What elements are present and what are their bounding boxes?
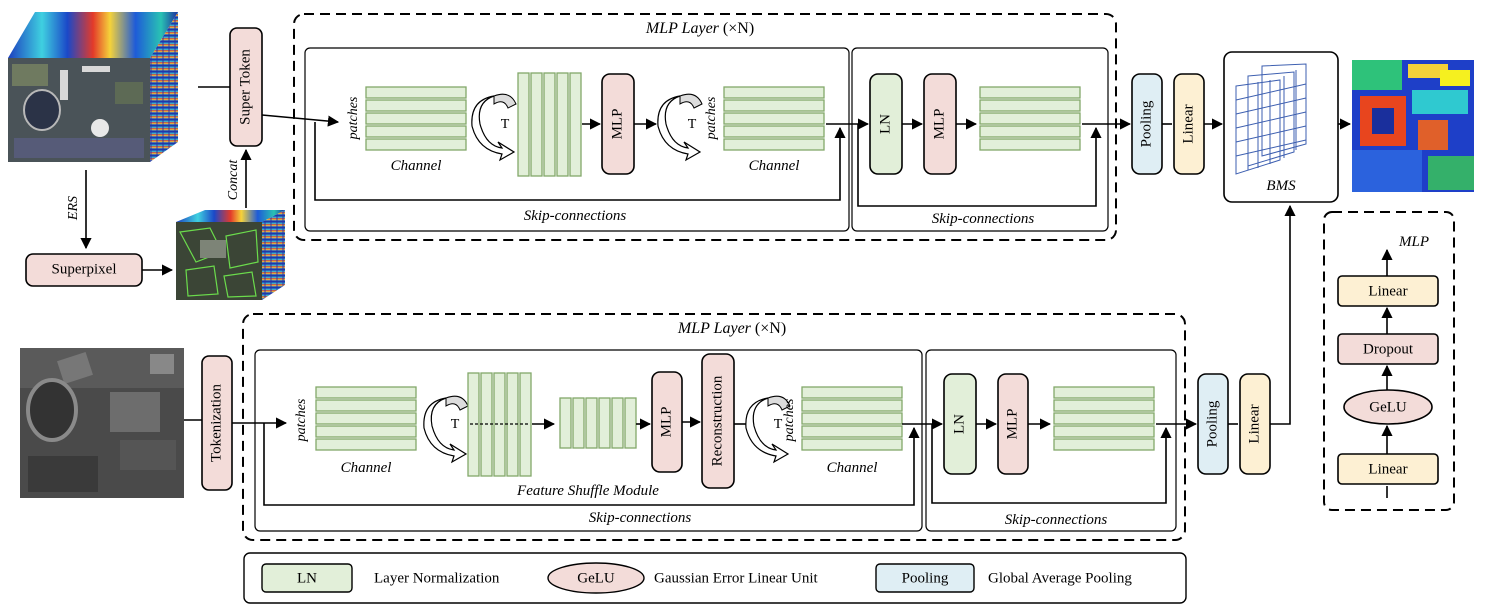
top-channel-label-1: Channel [391,158,442,174]
bottom-ln-label: LN [951,414,967,434]
top-mlp-label: MLP [609,109,625,140]
tokenization-label: Tokenization [208,383,224,462]
top-channel-matrix-out [979,86,1081,151]
legend-ln-swatch [261,563,353,593]
reconstruction-block [701,353,735,489]
top-channel-label-2: Channel [749,158,800,174]
bottom-skip-label-1: Skip-connections [589,510,692,526]
bottom-patches-label-2: patches [782,398,797,442]
legend-gelu-key: GeLU [577,570,615,586]
top-token-matrix-2 [723,86,825,151]
legend-pooling-desc: Global Average Pooling [988,570,1132,586]
classification-map [1352,60,1474,192]
legend-ln-key: LN [297,570,317,586]
bottom-channel-label-2: Channel [827,460,878,476]
bottom-pooling-label: Pooling [1204,400,1220,447]
bottom-channel-mixing-box [925,349,1177,532]
hsi-cube-top [8,12,178,162]
legend-pooling-key: Pooling [902,570,949,586]
transpose-icon [423,395,469,464]
mlp-detail-linear-bottom-label: Linear [1368,461,1407,477]
top-linear-label: Linear [1180,104,1196,143]
top-transpose-label-2: T [688,117,697,132]
legend-ln-desc: Layer Normalization [374,570,500,586]
mlp-detail-dropout [1337,333,1439,365]
top-patches-label-2: patches [704,96,719,140]
mlp-detail-dropout-label: Dropout [1363,341,1414,357]
reconstruction-label: Reconstruction [709,375,725,466]
bottom-token-matrix-1 [315,386,417,451]
top-skip-label-1: Skip-connections [524,208,627,224]
mlp-detail-linear-top-label: Linear [1368,283,1407,299]
top-mlp-label-2: MLP [931,109,947,140]
super-token-label: Super Token [237,49,253,125]
bottom-mlp-label: MLP [658,407,674,438]
legend-box [243,552,1187,604]
bms-label: BMS [1266,178,1296,194]
lidar-image [20,348,184,498]
transpose-icon [657,93,703,162]
top-channel-mixing-box [851,47,1109,232]
legend-gelu-swatch [547,562,645,594]
top-transpose-label-1: T [501,117,510,132]
legend-pooling-swatch [875,563,975,593]
bottom-mlp-layer-title: MLP Layer (×N) [677,320,786,337]
bottom-mlp-layer-frame [242,313,1186,541]
superpixel-label: Superpixel [52,261,117,277]
mlp-detail-gelu-label: GeLU [1369,399,1407,415]
transpose-icon [745,395,791,464]
top-ln-label: LN [877,114,893,134]
superpixel-cube [176,210,285,300]
top-mlp-layer-title: MLP Layer (×N) [645,20,754,37]
bms-grid-icon [1235,63,1307,175]
ers-label: ERS [66,196,81,221]
concat-label: Concat [226,159,241,201]
mlp-detail-linear-bottom [1337,453,1439,485]
bottom-patches-label-1: patches [294,398,309,442]
bottom-token-matrix-2 [801,386,903,451]
mlp-detail-gelu [1343,389,1433,425]
bottom-channel-label-1: Channel [341,460,392,476]
feature-shuffle-label: Feature Shuffle Module [516,483,659,499]
top-token-matrix-1 [365,86,467,151]
transpose-icon [471,93,517,162]
mlp-detail-title: MLP [1398,234,1429,250]
top-patches-label-1: patches [346,96,361,140]
bottom-skip-label-2: Skip-connections [1005,512,1108,528]
mlp-detail-linear-top [1337,275,1439,307]
top-skip-label-2: Skip-connections [932,211,1035,227]
top-pooling-label: Pooling [1138,100,1154,147]
legend-gelu-desc: Gaussian Error Linear Unit [654,570,819,586]
bottom-linear-label: Linear [1246,404,1262,443]
top-mlp-layer-frame [293,13,1117,241]
bottom-transpose-label-1: T [451,417,460,432]
top-transposed-matrix [517,72,582,177]
mlp-detail-frame [1323,211,1455,511]
top-token-mixing-box [304,47,850,232]
bottom-mlp-label-2: MLP [1004,409,1020,440]
bottom-transpose-label-2: T [774,417,783,432]
bottom-channel-matrix-out [1053,386,1155,451]
bottom-shuffled-matrix [559,397,637,449]
bottom-token-mixing-box [254,349,923,532]
